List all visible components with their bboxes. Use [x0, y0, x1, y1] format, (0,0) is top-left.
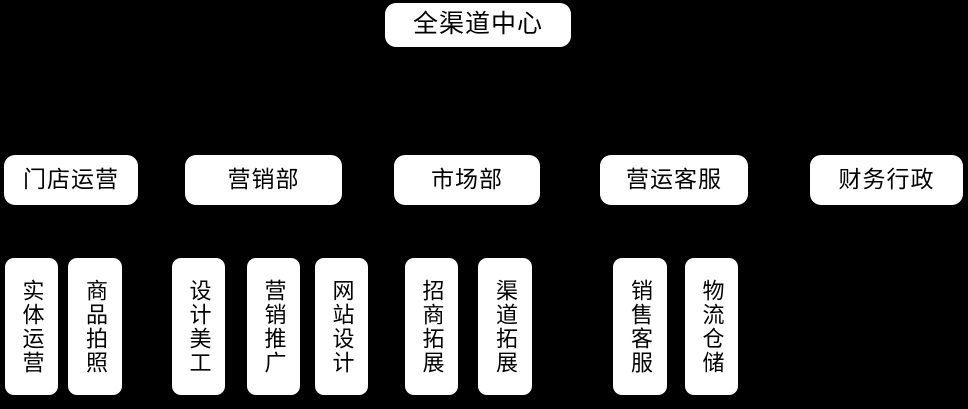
connector-department-1-bus: [31, 227, 95, 229]
connector-to-department-3: [466, 77, 468, 155]
connector-department-1-stem: [70, 205, 72, 227]
connector-to-team-8: [640, 227, 642, 258]
connector-department-bus: [70, 77, 886, 79]
connector-to-team-7: [505, 227, 507, 258]
node-team-sales-customer-service[interactable]: 销售客服: [613, 258, 667, 395]
connector-department-4-stem: [673, 205, 675, 227]
node-team-design-graphics[interactable]: 设计美工: [172, 258, 225, 395]
connector-to-department-2: [263, 77, 265, 155]
connector-to-team-6: [431, 227, 433, 258]
connector-department-3-bus: [431, 227, 505, 229]
node-team-product-photography[interactable]: 商品拍照: [68, 258, 122, 395]
connector-to-team-4: [273, 227, 275, 258]
connector-root-stem: [476, 47, 478, 77]
node-team-logistics-warehousing[interactable]: 物流仓储: [685, 258, 738, 395]
connector-to-team-1: [31, 227, 33, 258]
connector-to-team-3: [198, 227, 200, 258]
node-department-operations-customer-service[interactable]: 营运客服: [600, 155, 748, 205]
node-root-omnichannel-center[interactable]: 全渠道中心: [385, 3, 571, 47]
connector-to-department-5: [886, 77, 888, 155]
connector-to-team-5: [342, 227, 344, 258]
connector-to-team-2: [95, 227, 97, 258]
connector-department-2-stem: [263, 205, 265, 227]
node-team-marketing-promotion[interactable]: 营销推广: [247, 258, 300, 395]
connector-to-department-1: [70, 77, 72, 155]
node-team-physical-operations[interactable]: 实体运营: [5, 258, 58, 395]
connector-to-department-4: [673, 77, 675, 155]
node-department-store-operations[interactable]: 门店运营: [4, 155, 138, 205]
node-department-finance-admin[interactable]: 财务行政: [810, 155, 963, 205]
node-team-investment-expansion[interactable]: 招商拓展: [405, 258, 458, 395]
node-department-marketing[interactable]: 营销部: [185, 155, 342, 205]
node-team-channel-expansion[interactable]: 渠道拓展: [478, 258, 532, 395]
node-team-website-design[interactable]: 网站设计: [315, 258, 368, 395]
connector-department-4-bus: [640, 227, 712, 229]
connector-department-2-bus: [198, 227, 342, 229]
connector-department-3-stem: [466, 205, 468, 227]
connector-to-team-9: [712, 227, 714, 258]
node-department-market[interactable]: 市场部: [394, 155, 540, 205]
